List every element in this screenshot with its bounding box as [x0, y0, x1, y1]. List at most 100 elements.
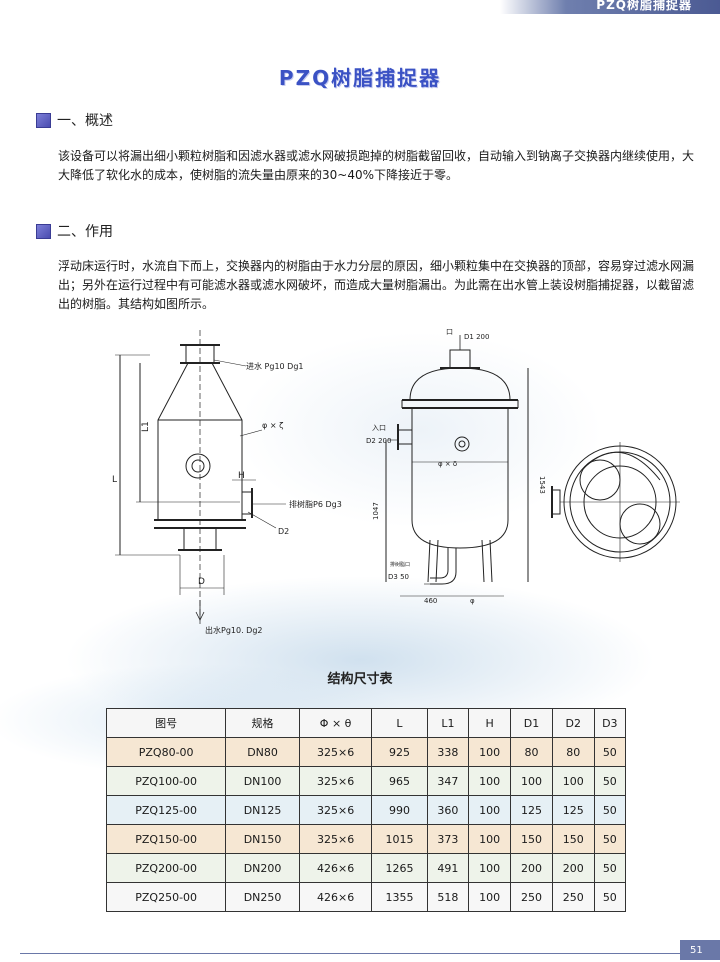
drain-note-label: 排树脂口 — [390, 561, 410, 568]
section-heading-function: 二、作用 — [36, 221, 113, 241]
table-cell: 50 — [593, 795, 627, 825]
table-cell: 491 — [426, 853, 470, 883]
table-row: PZQ200-00 DN200 426×6 1265 491 100 200 2… — [105, 853, 627, 883]
table-cell: 100 — [468, 882, 512, 912]
col-header: 规格 — [225, 708, 300, 738]
table-cell: PZQ80-00 — [105, 737, 227, 767]
table-cell: 426×6 — [298, 882, 373, 912]
table-cell: 325×6 — [298, 766, 373, 796]
table-cell: 360 — [426, 795, 470, 825]
col-header: 图号 — [105, 708, 227, 738]
width-460-label: 460 — [424, 597, 437, 605]
table-cell: 100 — [510, 766, 553, 796]
footer-rule — [20, 953, 680, 954]
table-row: PZQ100-00 DN100 325×6 965 347 100 100 10… — [105, 766, 627, 796]
table-cell: 1265 — [371, 853, 428, 883]
col-header: D1 — [510, 708, 553, 738]
table-cell: 125 — [510, 795, 553, 825]
table-cell: 518 — [426, 882, 470, 912]
d2-label-right: D2 200 — [366, 437, 391, 445]
table-cell: 150 — [551, 824, 595, 854]
table-row: PZQ250-00 DN250 426×6 1355 518 100 250 2… — [105, 882, 627, 912]
table-row: PZQ125-00 DN125 325×6 990 360 100 125 12… — [105, 795, 627, 825]
table-cell: DN200 — [225, 853, 300, 883]
table-cell: 250 — [510, 882, 553, 912]
table-cell: 325×6 — [298, 824, 373, 854]
table-cell: 50 — [593, 882, 627, 912]
table-cell: PZQ250-00 — [105, 882, 227, 912]
section-heading-label: 一、概述 — [57, 113, 113, 129]
table-cell: 200 — [551, 853, 595, 883]
phi-label-right: φ × δ — [438, 460, 457, 468]
col-header: D2 — [551, 708, 595, 738]
table-cell: PZQ200-00 — [105, 853, 227, 883]
table-cell: 347 — [426, 766, 470, 796]
table-cell: DN100 — [225, 766, 300, 796]
table-cell: 100 — [468, 853, 512, 883]
table-cell: 426×6 — [298, 853, 373, 883]
table-cell: 925 — [371, 737, 428, 767]
col-header: D3 — [593, 708, 627, 738]
table-cell: 50 — [593, 824, 627, 854]
table-cell: 100 — [468, 824, 512, 854]
col-header: H — [468, 708, 512, 738]
inlet-label: 进水 Pg10 Dg1 — [246, 361, 304, 371]
table-cell: 338 — [426, 737, 470, 767]
table-cell: 80 — [551, 737, 595, 767]
structure-diagram: 进水 Pg10 Dg1 φ × ζ L1 L H 排树脂P6 Dg3 D2 D … — [112, 328, 680, 635]
table-cell: 965 — [371, 766, 428, 796]
square-bullet-icon — [36, 223, 51, 239]
d-label: D — [198, 577, 205, 587]
table-cell: 50 — [593, 853, 627, 883]
table-cell: 50 — [593, 766, 627, 796]
function-paragraph: 浮动床运行时，水流自下而上，交换器内的树脂由于水力分层的原因，细小颗粒集中在交换… — [58, 259, 695, 311]
section-heading-overview: 一、概述 — [36, 110, 113, 130]
table-cell: PZQ100-00 — [105, 766, 227, 796]
h-label: H — [238, 471, 245, 481]
table-cell: 1355 — [371, 882, 428, 912]
overview-paragraph: 该设备可以将漏出细小颗粒树脂和因滤水器或滤水网破损跑掉的树脂截留回收，自动输入到… — [58, 149, 695, 182]
table-cell: 100 — [468, 737, 512, 767]
table-cell: 100 — [468, 766, 512, 796]
phi-label-left: φ × ζ — [262, 421, 283, 430]
table-cell: 100 — [551, 766, 595, 796]
d2-label-left: D2 — [278, 527, 289, 536]
table-cell: 125 — [551, 795, 595, 825]
top-view-drawing — [551, 442, 680, 562]
square-bullet-icon — [36, 112, 51, 128]
dimension-table: 图号 规格 Φ × θ L L1 H D1 D2 D3 PZQ80-00 DN8… — [105, 708, 627, 912]
table-cell: 325×6 — [298, 795, 373, 825]
table-cell: 990 — [371, 795, 428, 825]
table-cell: PZQ125-00 — [105, 795, 227, 825]
l1-label: L1 — [141, 421, 151, 432]
col-header: L — [371, 708, 428, 738]
table-cell: 373 — [426, 824, 470, 854]
table-cell: PZQ150-00 — [105, 824, 227, 854]
table-cell: 100 — [468, 795, 512, 825]
table-cell: DN250 — [225, 882, 300, 912]
col-header: L1 — [426, 708, 470, 738]
right-vessel-drawing — [385, 335, 529, 597]
table-cell: DN80 — [225, 737, 300, 767]
table-cell: 1015 — [371, 824, 428, 854]
height-1543-label: 1543 — [538, 476, 546, 494]
outlet-label: 出水Pg10. Dg2 — [205, 625, 263, 635]
l-label: L — [112, 475, 117, 485]
top-port-label: 口 — [446, 328, 453, 336]
section-heading-label: 二、作用 — [57, 224, 113, 240]
running-header: PZQ树脂捕捉器 — [500, 0, 720, 14]
page-number: 51 — [680, 940, 720, 960]
table-cell: 50 — [593, 737, 627, 767]
table-cell: DN125 — [225, 795, 300, 825]
page-title: PZQ树脂捕捉器 — [278, 66, 442, 90]
phi-bottom-label: φ — [470, 597, 475, 605]
left-vessel-drawing — [115, 330, 286, 625]
height-1047-label: 1047 — [372, 502, 380, 520]
table-cell: 250 — [551, 882, 595, 912]
table-row: PZQ150-00 DN150 325×6 1015 373 100 150 1… — [105, 824, 627, 854]
table-cell: 200 — [510, 853, 553, 883]
table-cell: 325×6 — [298, 737, 373, 767]
table-cell: DN150 — [225, 824, 300, 854]
d3-label: D3 50 — [388, 573, 409, 581]
col-header: Φ × θ — [298, 708, 373, 738]
